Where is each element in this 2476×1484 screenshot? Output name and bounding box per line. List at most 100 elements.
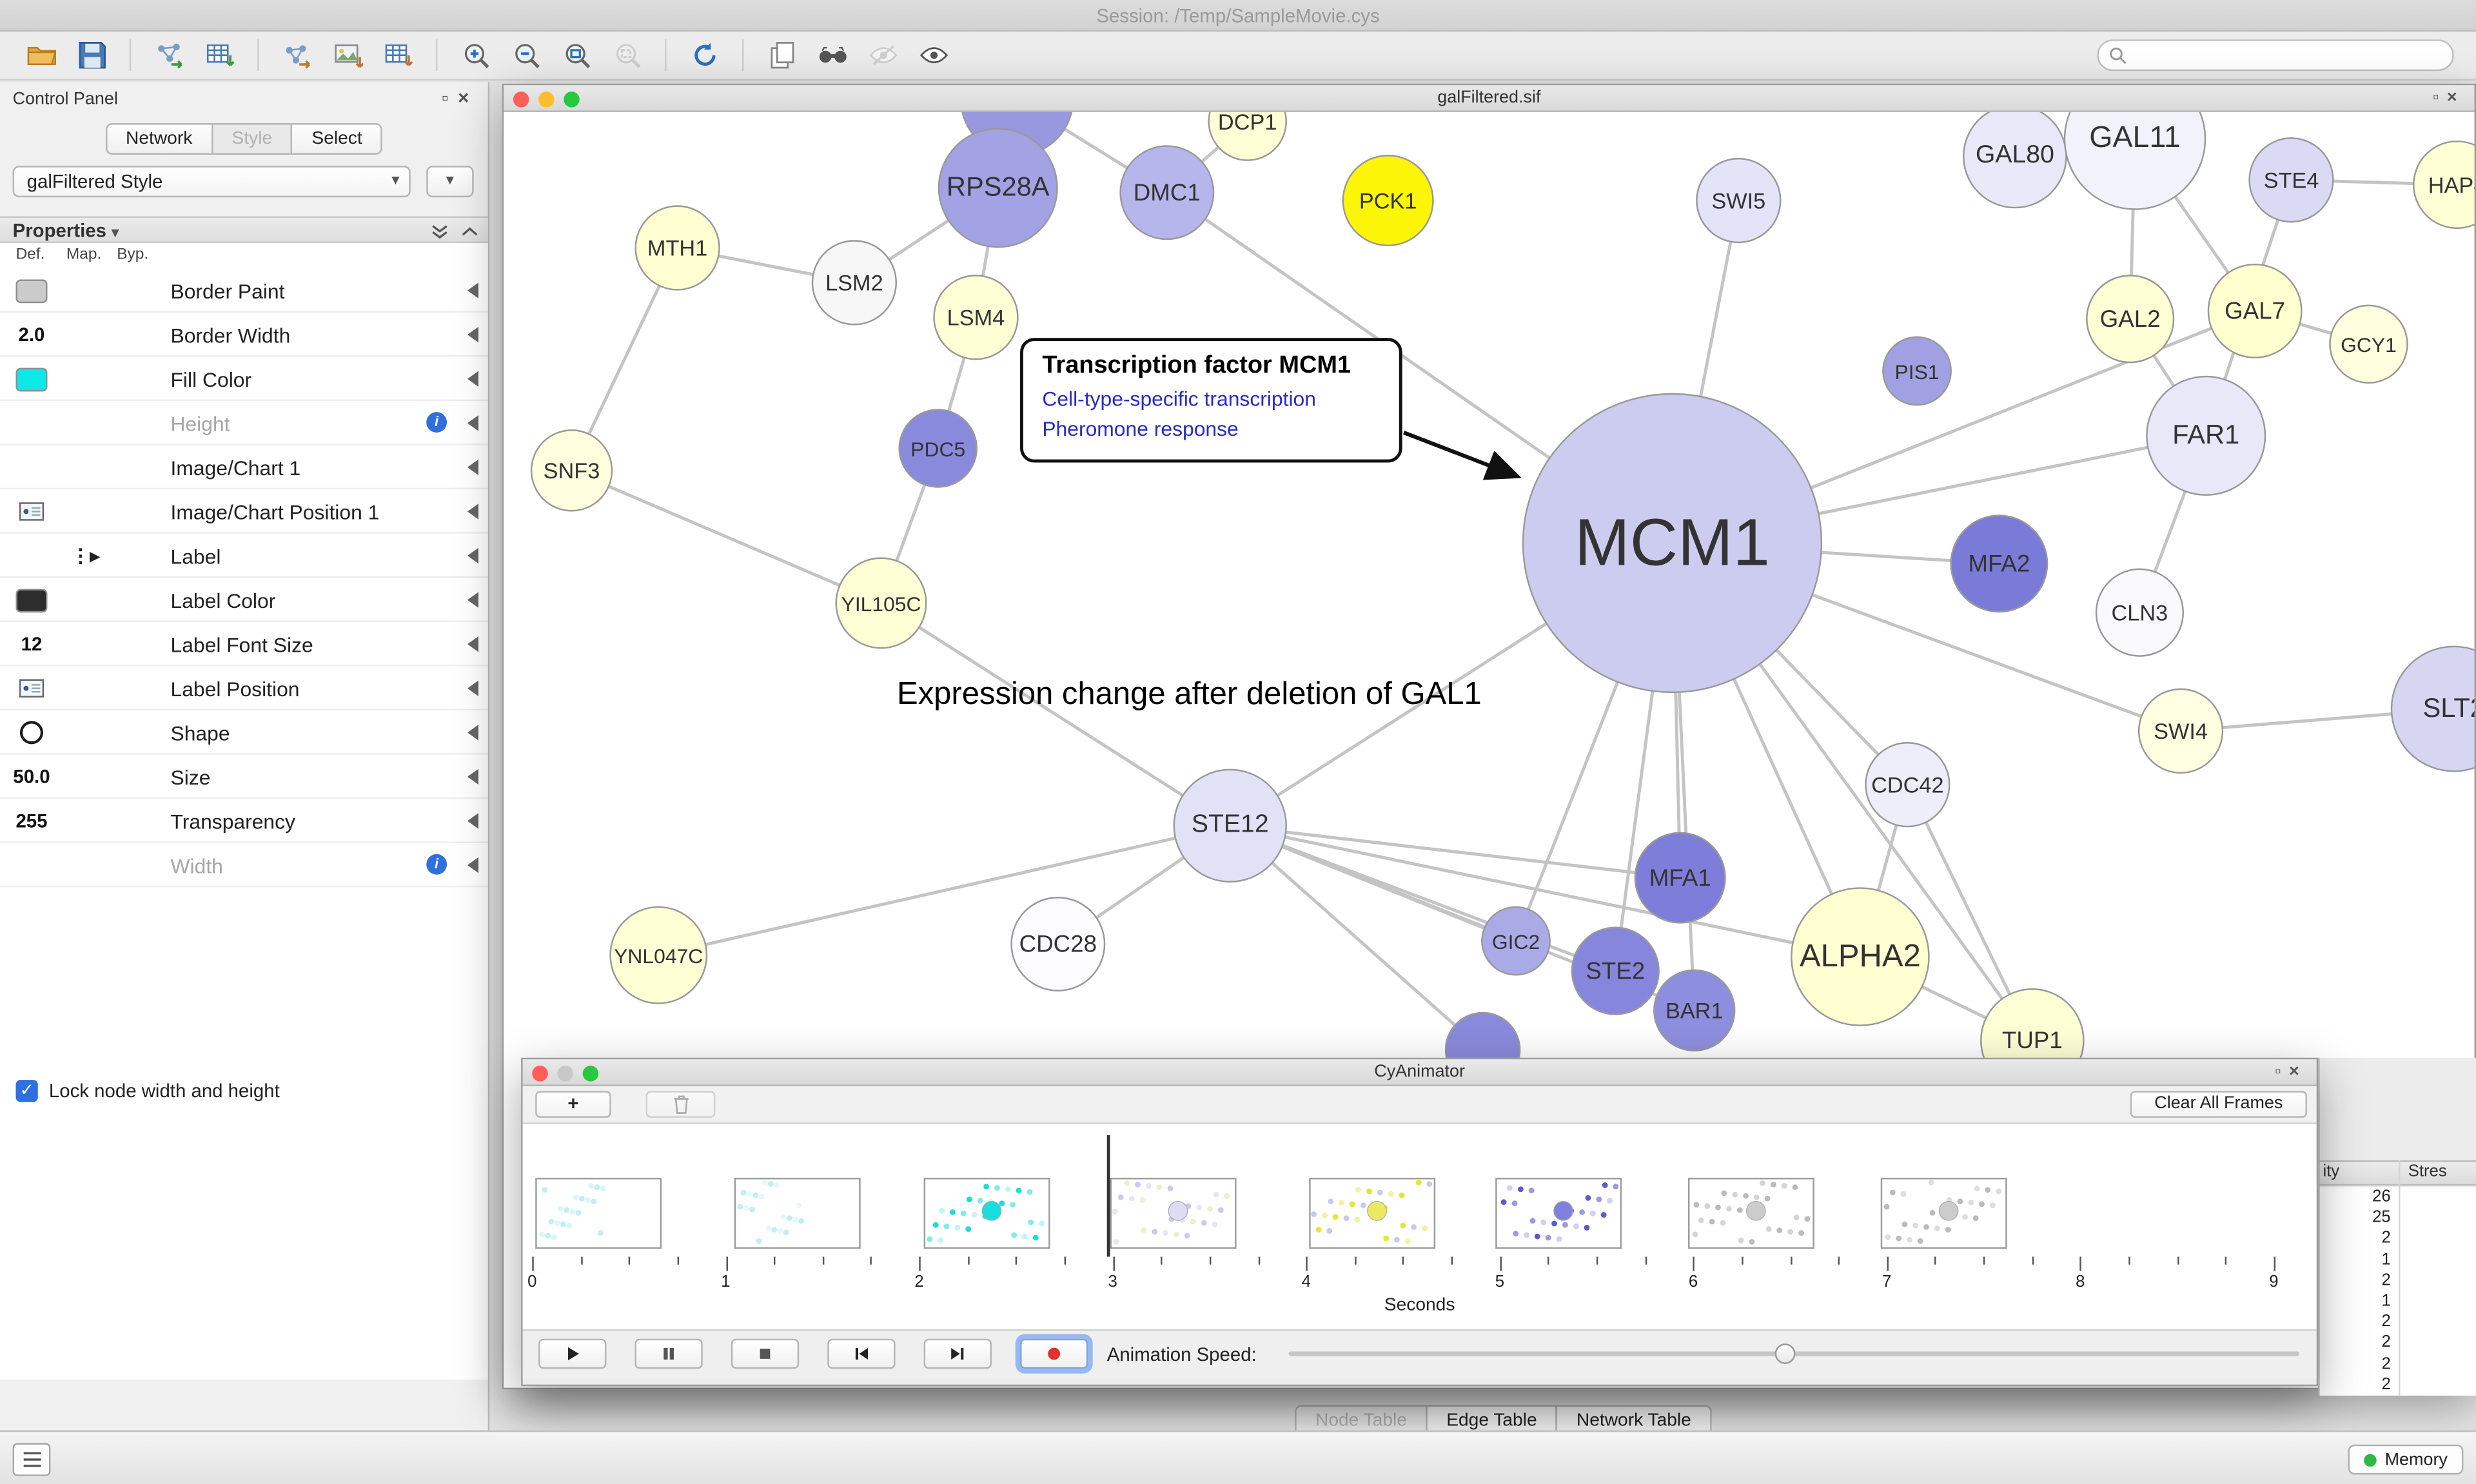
position-icon[interactable] bbox=[6, 666, 57, 710]
node-CLN3[interactable]: CLN3 bbox=[2096, 569, 2184, 657]
clear-all-frames-button[interactable]: Clear All Frames bbox=[2130, 1091, 2307, 1118]
property-row-height[interactable]: Heighti bbox=[0, 401, 488, 445]
node-GCY1[interactable]: GCY1 bbox=[2329, 305, 2408, 384]
tab-select[interactable]: Select bbox=[293, 123, 383, 155]
node-PCK1[interactable]: PCK1 bbox=[1342, 155, 1434, 246]
mapping-cell-label-color[interactable] bbox=[63, 578, 108, 622]
color-swatch[interactable] bbox=[15, 367, 47, 391]
import-table-icon[interactable] bbox=[199, 36, 241, 74]
position-icon[interactable] bbox=[6, 489, 57, 534]
property-row-shape[interactable]: Shape bbox=[0, 710, 488, 755]
node-LSM4[interactable]: LSM4 bbox=[933, 275, 1018, 360]
maximize-window-icon[interactable] bbox=[564, 91, 579, 106]
bypass-cell-shape[interactable] bbox=[113, 710, 158, 755]
frame-thumbnail-5[interactable] bbox=[1495, 1178, 1622, 1249]
bypass-cell-height[interactable] bbox=[113, 401, 158, 445]
properties-header[interactable]: Properties ▾ bbox=[0, 217, 488, 244]
frame-thumbnail-2[interactable] bbox=[924, 1178, 1050, 1249]
record-button[interactable] bbox=[1020, 1339, 1088, 1369]
property-row-transparency[interactable]: 255Transparency bbox=[0, 799, 488, 843]
node-SNF3[interactable]: SNF3 bbox=[531, 429, 613, 511]
expand-arrow-icon[interactable] bbox=[467, 857, 478, 873]
search-box[interactable] bbox=[2097, 39, 2453, 71]
bypass-cell-fill-color[interactable] bbox=[113, 356, 158, 401]
node-BAR1[interactable]: BAR1 bbox=[1653, 970, 1735, 1051]
expand-arrow-icon[interactable] bbox=[467, 592, 478, 607]
bypass-cell-image-chart-position-1[interactable] bbox=[113, 489, 158, 534]
bypass-cell-size[interactable] bbox=[113, 755, 158, 799]
node-STE12[interactable]: STE12 bbox=[1174, 769, 1287, 883]
mapping-cell-transparency[interactable] bbox=[63, 799, 108, 843]
play-button[interactable] bbox=[538, 1339, 606, 1369]
save-session-icon[interactable] bbox=[71, 36, 112, 74]
frame-thumbnail-7[interactable] bbox=[1881, 1178, 2007, 1249]
lock-size-checkbox[interactable]: ✓ bbox=[15, 1080, 37, 1102]
expand-all-icon[interactable] bbox=[431, 222, 449, 240]
float-window-icon[interactable]: ▫ bbox=[2275, 1062, 2289, 1081]
expand-arrow-icon[interactable] bbox=[467, 548, 478, 563]
cyanimator-timeline[interactable]: 0123456789 Seconds bbox=[523, 1124, 2317, 1331]
stop-button[interactable] bbox=[731, 1339, 799, 1369]
timeline-playhead[interactable] bbox=[1107, 1135, 1110, 1257]
close-panel-icon[interactable]: × bbox=[458, 87, 478, 109]
bypass-cell-transparency[interactable] bbox=[113, 799, 158, 843]
float-panel-icon[interactable]: ▫ bbox=[442, 87, 458, 109]
property-row-fill-color[interactable]: Fill Color bbox=[0, 356, 488, 401]
network-window-titlebar[interactable]: galFiltered.sif ▫× bbox=[504, 85, 2474, 112]
node-GAL7[interactable]: GAL7 bbox=[2208, 264, 2303, 358]
close-panel-icon[interactable]: × bbox=[2289, 1062, 2307, 1081]
open-session-icon[interactable] bbox=[21, 36, 62, 74]
default-value-size[interactable]: 50.0 bbox=[6, 755, 57, 799]
frame-thumbnail-4[interactable] bbox=[1309, 1178, 1435, 1249]
default-value-width[interactable] bbox=[6, 843, 57, 888]
default-value-label[interactable] bbox=[6, 534, 57, 578]
pause-button[interactable] bbox=[634, 1339, 702, 1369]
import-network-icon[interactable] bbox=[148, 36, 190, 74]
default-value-border-paint[interactable] bbox=[6, 268, 57, 313]
expand-arrow-icon[interactable] bbox=[467, 503, 478, 519]
show-all-icon[interactable] bbox=[913, 36, 954, 74]
float-window-icon[interactable]: ▫ bbox=[2433, 88, 2447, 107]
export-table-icon[interactable] bbox=[377, 36, 418, 74]
animation-speed-slider[interactable] bbox=[1288, 1351, 2299, 1356]
node-SWI5[interactable]: SWI5 bbox=[1696, 158, 1781, 243]
expand-arrow-icon[interactable] bbox=[467, 415, 478, 431]
property-row-border-paint[interactable]: Border Paint bbox=[0, 268, 488, 313]
property-row-size[interactable]: 50.0Size bbox=[0, 755, 488, 799]
mapping-cell-image-chart-position-1[interactable] bbox=[63, 489, 108, 534]
default-value-height[interactable] bbox=[6, 401, 57, 445]
export-network-image-icon[interactable] bbox=[327, 36, 368, 74]
property-row-label-position[interactable]: Label Position bbox=[0, 666, 488, 710]
export-network-icon[interactable] bbox=[277, 36, 318, 74]
minimize-window-icon[interactable] bbox=[538, 91, 554, 106]
node-STE2[interactable]: STE2 bbox=[1571, 927, 1660, 1015]
info-icon[interactable]: i bbox=[426, 854, 447, 875]
default-value-label-color[interactable] bbox=[6, 578, 57, 622]
node-LSM2[interactable]: LSM2 bbox=[812, 240, 897, 325]
tab-style[interactable]: Style bbox=[213, 123, 293, 155]
node-RPS28A[interactable]: RPS28A bbox=[938, 128, 1058, 248]
node-MFA1[interactable]: MFA1 bbox=[1635, 832, 1726, 924]
mapping-cell-size[interactable] bbox=[63, 755, 108, 799]
bypass-cell-border-width[interactable] bbox=[113, 313, 158, 357]
color-swatch[interactable] bbox=[15, 278, 47, 302]
default-value-transparency[interactable]: 255 bbox=[6, 799, 57, 843]
close-view-icon[interactable]: × bbox=[2447, 88, 2465, 107]
expand-arrow-icon[interactable] bbox=[467, 681, 478, 696]
property-row-label[interactable]: ⋮▸Label bbox=[0, 534, 488, 578]
node-PDC5[interactable]: PDC5 bbox=[898, 409, 977, 487]
mapping-cell-fill-color[interactable] bbox=[63, 356, 108, 401]
node-YNL047C[interactable]: YNL047C bbox=[609, 906, 707, 1004]
expand-arrow-icon[interactable] bbox=[467, 282, 478, 298]
node-YIL105C[interactable]: YIL105C bbox=[836, 557, 927, 649]
close-window-icon[interactable] bbox=[532, 1065, 547, 1080]
bypass-cell-image-chart-1[interactable] bbox=[113, 445, 158, 490]
mapping-cell-label[interactable]: ⋮▸ bbox=[63, 534, 108, 578]
expand-arrow-icon[interactable] bbox=[467, 769, 478, 785]
node-GIC2[interactable]: GIC2 bbox=[1481, 906, 1551, 976]
default-value-fill-color[interactable] bbox=[6, 356, 57, 401]
style-dropdown[interactable]: galFiltered Style ▾ bbox=[13, 166, 411, 197]
previous-frame-button[interactable] bbox=[827, 1339, 895, 1369]
property-row-border-width[interactable]: 2.0Border Width bbox=[0, 313, 488, 357]
mapping-cell-image-chart-1[interactable] bbox=[63, 445, 108, 490]
